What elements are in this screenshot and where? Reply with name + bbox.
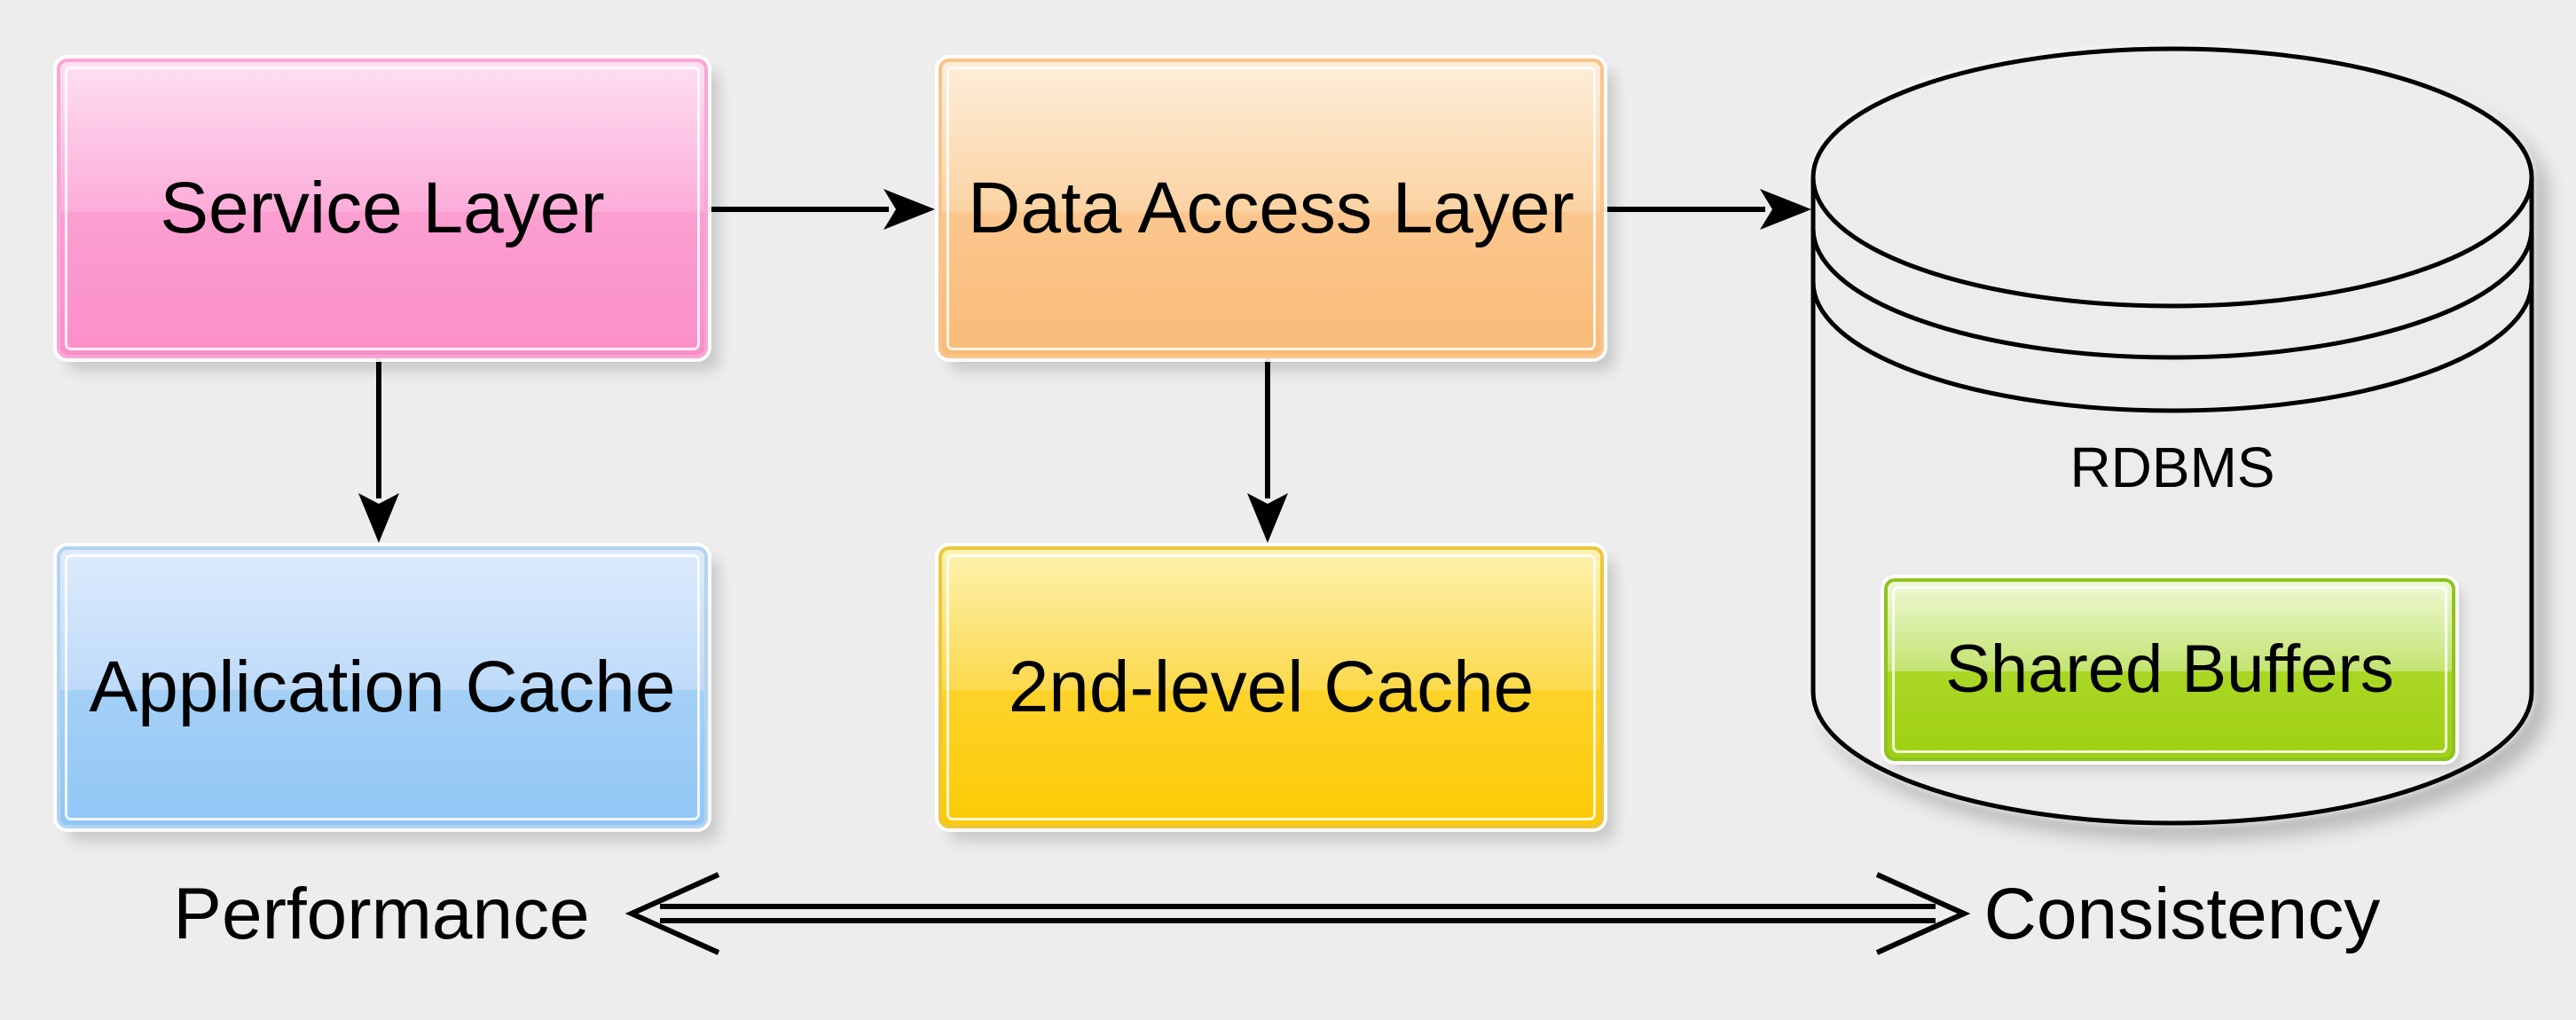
performance-consistency-arrow [624, 872, 1971, 955]
arrowhead-icon [358, 493, 399, 543]
rdbms-label: RDBMS [2069, 435, 2275, 499]
arrowhead-icon [1760, 189, 1811, 230]
second-level-cache-node: 2nd-level Cache [939, 546, 1604, 828]
second-level-cache-label: 2nd-level Cache [1008, 647, 1535, 727]
arrow-service-to-dal [704, 189, 935, 230]
data-access-layer-node: Data Access Layer [939, 59, 1604, 358]
performance-label: Performance [173, 874, 590, 954]
right-open-arrowhead-icon [1875, 872, 1971, 955]
arrow-service-to-appcache [358, 355, 399, 543]
consistency-label: Consistency [1983, 874, 2381, 954]
data-access-layer-label: Data Access Layer [968, 168, 1575, 248]
arrowhead-icon [884, 189, 935, 230]
left-open-arrowhead-icon [624, 872, 720, 955]
application-cache-label: Application Cache [89, 647, 676, 727]
arrow-dal-to-l2cache [1247, 355, 1288, 543]
arrow-dal-to-rdbms [1600, 189, 1811, 230]
service-layer-node: Service Layer [57, 59, 708, 358]
cylinder-disk-line [1810, 228, 2534, 360]
arrowhead-icon [1247, 493, 1288, 543]
shared-buffers-label: Shared Buffers [1945, 632, 2394, 707]
service-layer-label: Service Layer [160, 168, 605, 248]
shared-buffers-node: Shared Buffers [1884, 578, 2455, 761]
cylinder-disk-line [1810, 281, 2534, 413]
application-cache-node: Application Cache [57, 546, 708, 828]
